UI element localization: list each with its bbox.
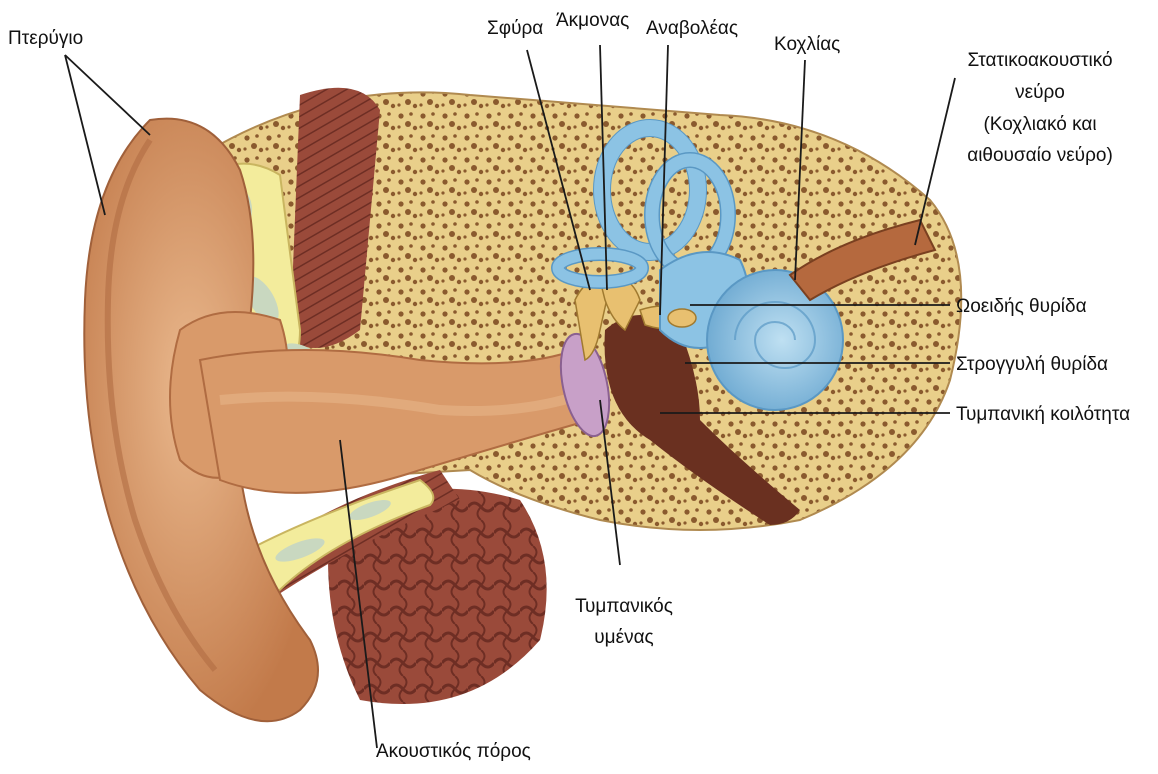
- label-nerve-4: αιθουσαίο νεύρο): [967, 145, 1113, 166]
- label-stapes: Αναβολέας: [646, 18, 738, 39]
- label-nerve-2: νεύρο: [1015, 82, 1065, 103]
- label-round-window: Στρογγυλή θυρίδα: [956, 354, 1108, 375]
- label-ear-canal: Ακουστικός πόρος: [376, 741, 531, 762]
- label-nerve-1: Στατικοακουστικό: [967, 50, 1112, 71]
- label-tympanic-membrane-2: υμένας: [594, 627, 653, 648]
- label-tympanic-cavity: Τυμπανική κοιλότητα: [956, 404, 1130, 425]
- label-cochlea: Κοχλίας: [774, 34, 840, 55]
- label-malleus: Σφύρα: [487, 18, 543, 39]
- label-oval-window: Ωοειδής θυρίδα: [956, 296, 1087, 317]
- label-nerve-3: (Κοχλιακό και: [983, 114, 1096, 135]
- label-pinna: Πτερύγιο: [8, 28, 83, 49]
- label-incus: Άκμονας: [556, 10, 629, 31]
- oval-window: [668, 309, 696, 327]
- label-tympanic-membrane-1: Τυμπανικός: [575, 596, 673, 617]
